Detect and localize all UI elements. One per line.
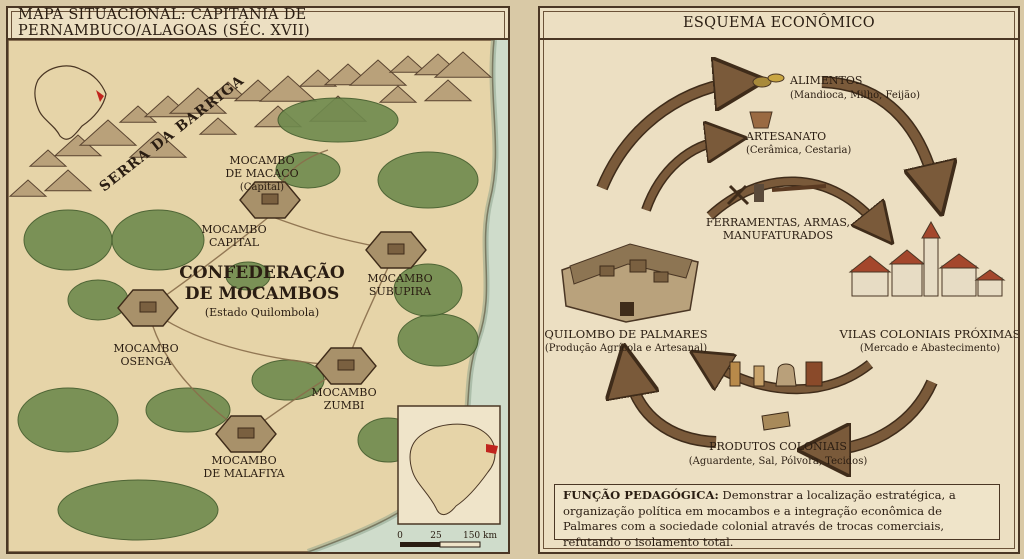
settlement-label-osenga-2: OSENGA: [121, 355, 173, 368]
tools-icons: [726, 184, 827, 206]
map-panel-title: MAPA SITUACIONAL: CAPITANIA DE PERNAMBUC…: [8, 7, 508, 40]
function-label: FUNÇÃO PEDAGÓGICA:: [563, 488, 719, 502]
flow-ferramentas-1: FERRAMENTAS, ARMAS,: [706, 216, 850, 229]
economy-panel: ESQUEMA ECONÔMICO: [538, 6, 1020, 554]
food-icons: [749, 73, 785, 129]
node-vilas-sub: (Mercado e Abastecimento): [860, 343, 1000, 354]
mountain-range: [8, 51, 493, 197]
economy-panel-title: ESQUEMA ECONÔMICO: [540, 8, 1018, 40]
settlement-label-subupira-1: MOCAMBO: [367, 272, 432, 285]
scale-tick-0: 0: [397, 531, 403, 541]
settlement-label-capital-1: MOCAMBO: [201, 223, 266, 236]
flow-produtos-sub: (Aguardente, Sal, Pólvora, Tecidos): [689, 456, 868, 467]
settlement-label-zumbi-2: ZUMBI: [324, 399, 365, 412]
settlement-label-capital-2: CAPITAL: [209, 236, 260, 249]
map-illustration: SERRA DA BARRIGA MOCAMBO DE MACACO (Capi…: [8, 40, 508, 552]
locator-map-inset: [397, 405, 501, 525]
flow-alimentos-sub: (Mandioca, Milho, Feijão): [790, 90, 920, 101]
node-palmares-sub: (Produção Agrícola e Artesanal): [545, 343, 707, 354]
function-text: Demonstrar a localização estratégica, a …: [563, 488, 956, 549]
locator-map-top: [34, 65, 107, 140]
arrow-artesanato: [642, 140, 726, 212]
flow-produtos-title: PRODUTOS COLONIAIS: [709, 440, 847, 453]
settlement-forts: [117, 181, 427, 453]
colonial-goods-icons: [729, 361, 823, 431]
center-label-2: DE MOCAMBOS: [185, 284, 340, 304]
node-palmares-title: QUILOMBO DE PALMARES: [544, 327, 707, 341]
node-vilas-title: VILAS COLONIAIS PRÓXIMAS: [839, 327, 1018, 341]
arrow-alimentos-to-vilas: [821, 77, 936, 190]
center-sublabel: (Estado Quilombola): [205, 306, 319, 319]
center-label-1: CONFEDERAÇÃO: [179, 261, 345, 283]
arrow-palmares-to-alimentos: [597, 82, 740, 190]
arrow-produtos-to-palmares: [628, 370, 717, 447]
settlement-label-osenga-1: MOCAMBO: [113, 342, 178, 355]
settlement-label-zumbi-1: MOCAMBO: [311, 386, 376, 399]
settlement-label-malafiya-2: DE MALAFIYA: [203, 467, 285, 480]
settlement-label-malafiya-1: MOCAMBO: [211, 454, 276, 467]
palmares-fort-illustration: [561, 243, 699, 323]
economy-diagram: ALIMENTOS (Mandioca, Milho, Feijão) ARTE…: [544, 40, 1018, 480]
flow-artesanato-title: ARTESANATO: [745, 130, 826, 143]
pedagogical-function-box: FUNÇÃO PEDAGÓGICA: Demonstrar a localiza…: [554, 484, 1000, 549]
settlement-label-macaco-sub: (Capital): [240, 182, 284, 193]
map-panel: MAPA SITUACIONAL: CAPITANIA DE PERNAMBUC…: [6, 6, 510, 554]
settlement-label-subupira-2: SUBUPIRA: [369, 285, 432, 298]
flow-artesanato-sub: (Cerâmica, Cestaria): [746, 145, 851, 156]
scale-bar: 0 25 150 km: [397, 531, 497, 548]
flow-alimentos-title: ALIMENTOS: [789, 74, 862, 87]
scale-tick-25: 25: [430, 531, 442, 541]
scale-tick-150: 150 km: [463, 531, 497, 541]
forest-areas: [17, 97, 479, 541]
arrow-vilas-to-produtos: [824, 380, 937, 450]
settlement-label-macaco-1: MOCAMBO: [229, 154, 294, 167]
settlement-label-macaco-2: DE MACACO: [225, 167, 298, 180]
flow-ferramentas-2: MANUFATURADOS: [723, 229, 833, 242]
colonial-town-illustration: [848, 220, 1006, 297]
